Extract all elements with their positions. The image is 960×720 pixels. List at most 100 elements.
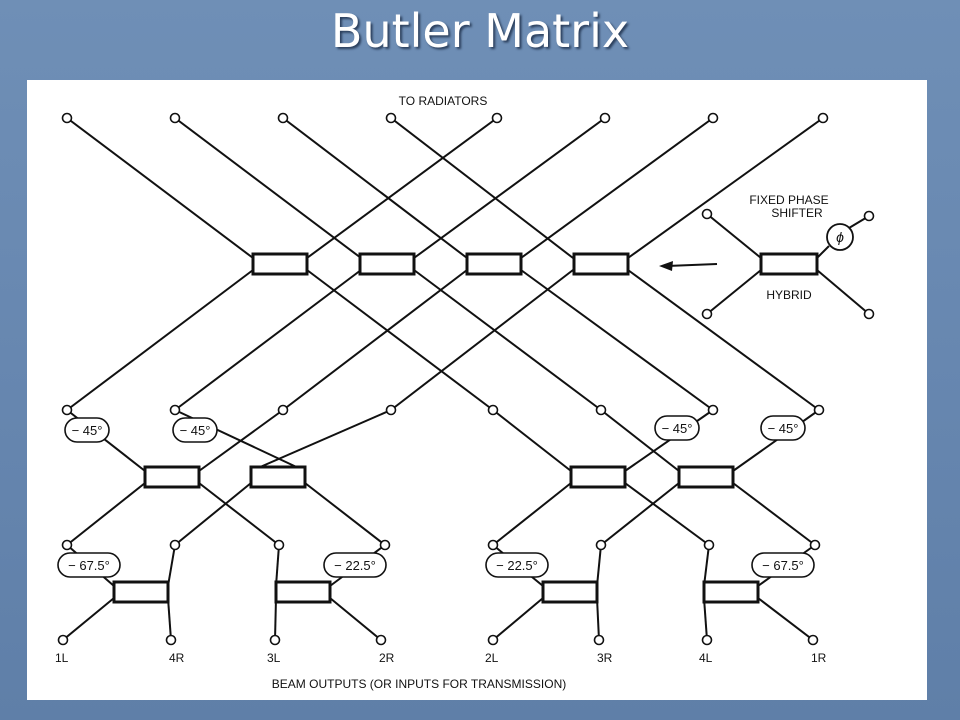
legend-arrow-line [666,263,718,267]
phase-shifters: − 45°− 45°− 45°− 45°− 67.5°− 22.5°− 22.5… [57,415,815,578]
port-terminal [593,634,605,646]
transmission-line [757,597,814,641]
phase-shifter-label: − 45° [180,423,211,438]
beam-port-label: 4L [699,651,713,665]
port-terminal [809,539,821,551]
transmission-line [198,409,284,472]
port-terminal [277,112,289,124]
legend-line [706,213,762,259]
legend-line [816,269,870,315]
transmission-line [304,482,386,546]
hybrid-coupler [541,580,599,604]
hybrid-coupler [249,465,307,489]
legend-line [706,269,762,315]
phase-shifter-box [654,415,700,441]
legend-label-shifter: SHIFTER [771,206,823,220]
transmission-line [306,117,498,259]
transmission-line [275,544,280,587]
transmission-line [66,482,146,546]
beam-port-label: 2L [485,651,499,665]
port-terminal [487,539,499,551]
hybrid-coupler [465,252,523,276]
port-terminal [491,112,503,124]
port-terminal [169,404,181,416]
phase-shifter-box [64,417,110,443]
beam-port-label: 4R [169,651,185,665]
transmission-line [167,597,172,641]
transmission-line [627,269,820,411]
transmission-line [62,597,115,641]
hybrid-coupler [569,465,627,489]
port-terminal [599,112,611,124]
port-terminal [487,634,499,646]
transmission-line [282,269,468,411]
phase-shifter-box [751,552,815,578]
hybrid-coupler [274,580,332,604]
butler-matrix-diagram: − 45°− 45°− 45°− 45°− 67.5°− 22.5°− 22.5… [55,94,875,691]
phase-shifter-box [323,552,387,578]
port-terminal [807,634,819,646]
hybrid-coupler [358,252,416,276]
transmission-line [413,269,602,411]
transmission-line [390,117,574,259]
port-terminal [595,404,607,416]
phase-shifter-label: − 45° [768,421,799,436]
port-terminal [61,539,73,551]
legend-label-hybrid: HYBRID [766,288,812,302]
phase-shifter: − 45° [172,417,218,443]
beam-port-label: 2R [379,651,395,665]
phase-shifter-label: − 22.5° [334,558,376,573]
phase-shifter-box [172,417,218,443]
hybrid-coupler [702,580,760,604]
port-terminal [813,404,825,416]
port-terminal [61,112,73,124]
transmission-line [66,269,254,411]
legend-terminal [863,210,875,222]
port-terminal [277,404,289,416]
phase-shifter: − 45° [64,417,110,443]
transmission-line [174,482,252,546]
port-terminal [57,634,69,646]
port-terminals [57,112,829,646]
legend-terminal [701,308,713,320]
port-terminal [817,112,829,124]
phase-shifter-box [760,415,806,441]
port-terminal [165,634,177,646]
phase-shifter: − 45° [760,415,806,441]
transmission-line [274,597,277,641]
transmission-line [596,597,600,641]
transmission-line [250,409,392,472]
port-terminal [487,404,499,416]
phase-shifter-label: − 45° [662,421,693,436]
transmission-line [520,117,714,259]
transmission-lines [62,117,824,641]
beam-port-label: 1L [55,651,69,665]
legend-terminal [701,208,713,220]
hybrid-coupler [572,252,630,276]
transmission-line [413,117,606,259]
beam-port-label: 3L [267,651,281,665]
hybrid-coupler [112,580,170,604]
transmission-line [600,482,680,546]
transmission-line [627,117,824,259]
transmission-line [198,482,280,546]
port-terminal [703,539,715,551]
port-terminal [375,634,387,646]
hybrid-couplers [112,252,760,604]
phase-symbol: ϕ [836,229,844,245]
transmission-line [596,544,602,587]
transmission-line [703,544,710,587]
transmission-line [624,482,710,546]
port-terminal [707,112,719,124]
transmission-line [329,597,382,641]
port-terminal [379,539,391,551]
phase-shifter: − 22.5° [485,552,549,578]
phase-shifter-label: − 45° [72,423,103,438]
port-terminal [707,404,719,416]
phase-shifter: − 22.5° [323,552,387,578]
port-terminal [595,539,607,551]
hybrid-coupler [251,252,309,276]
port-terminal [61,404,73,416]
